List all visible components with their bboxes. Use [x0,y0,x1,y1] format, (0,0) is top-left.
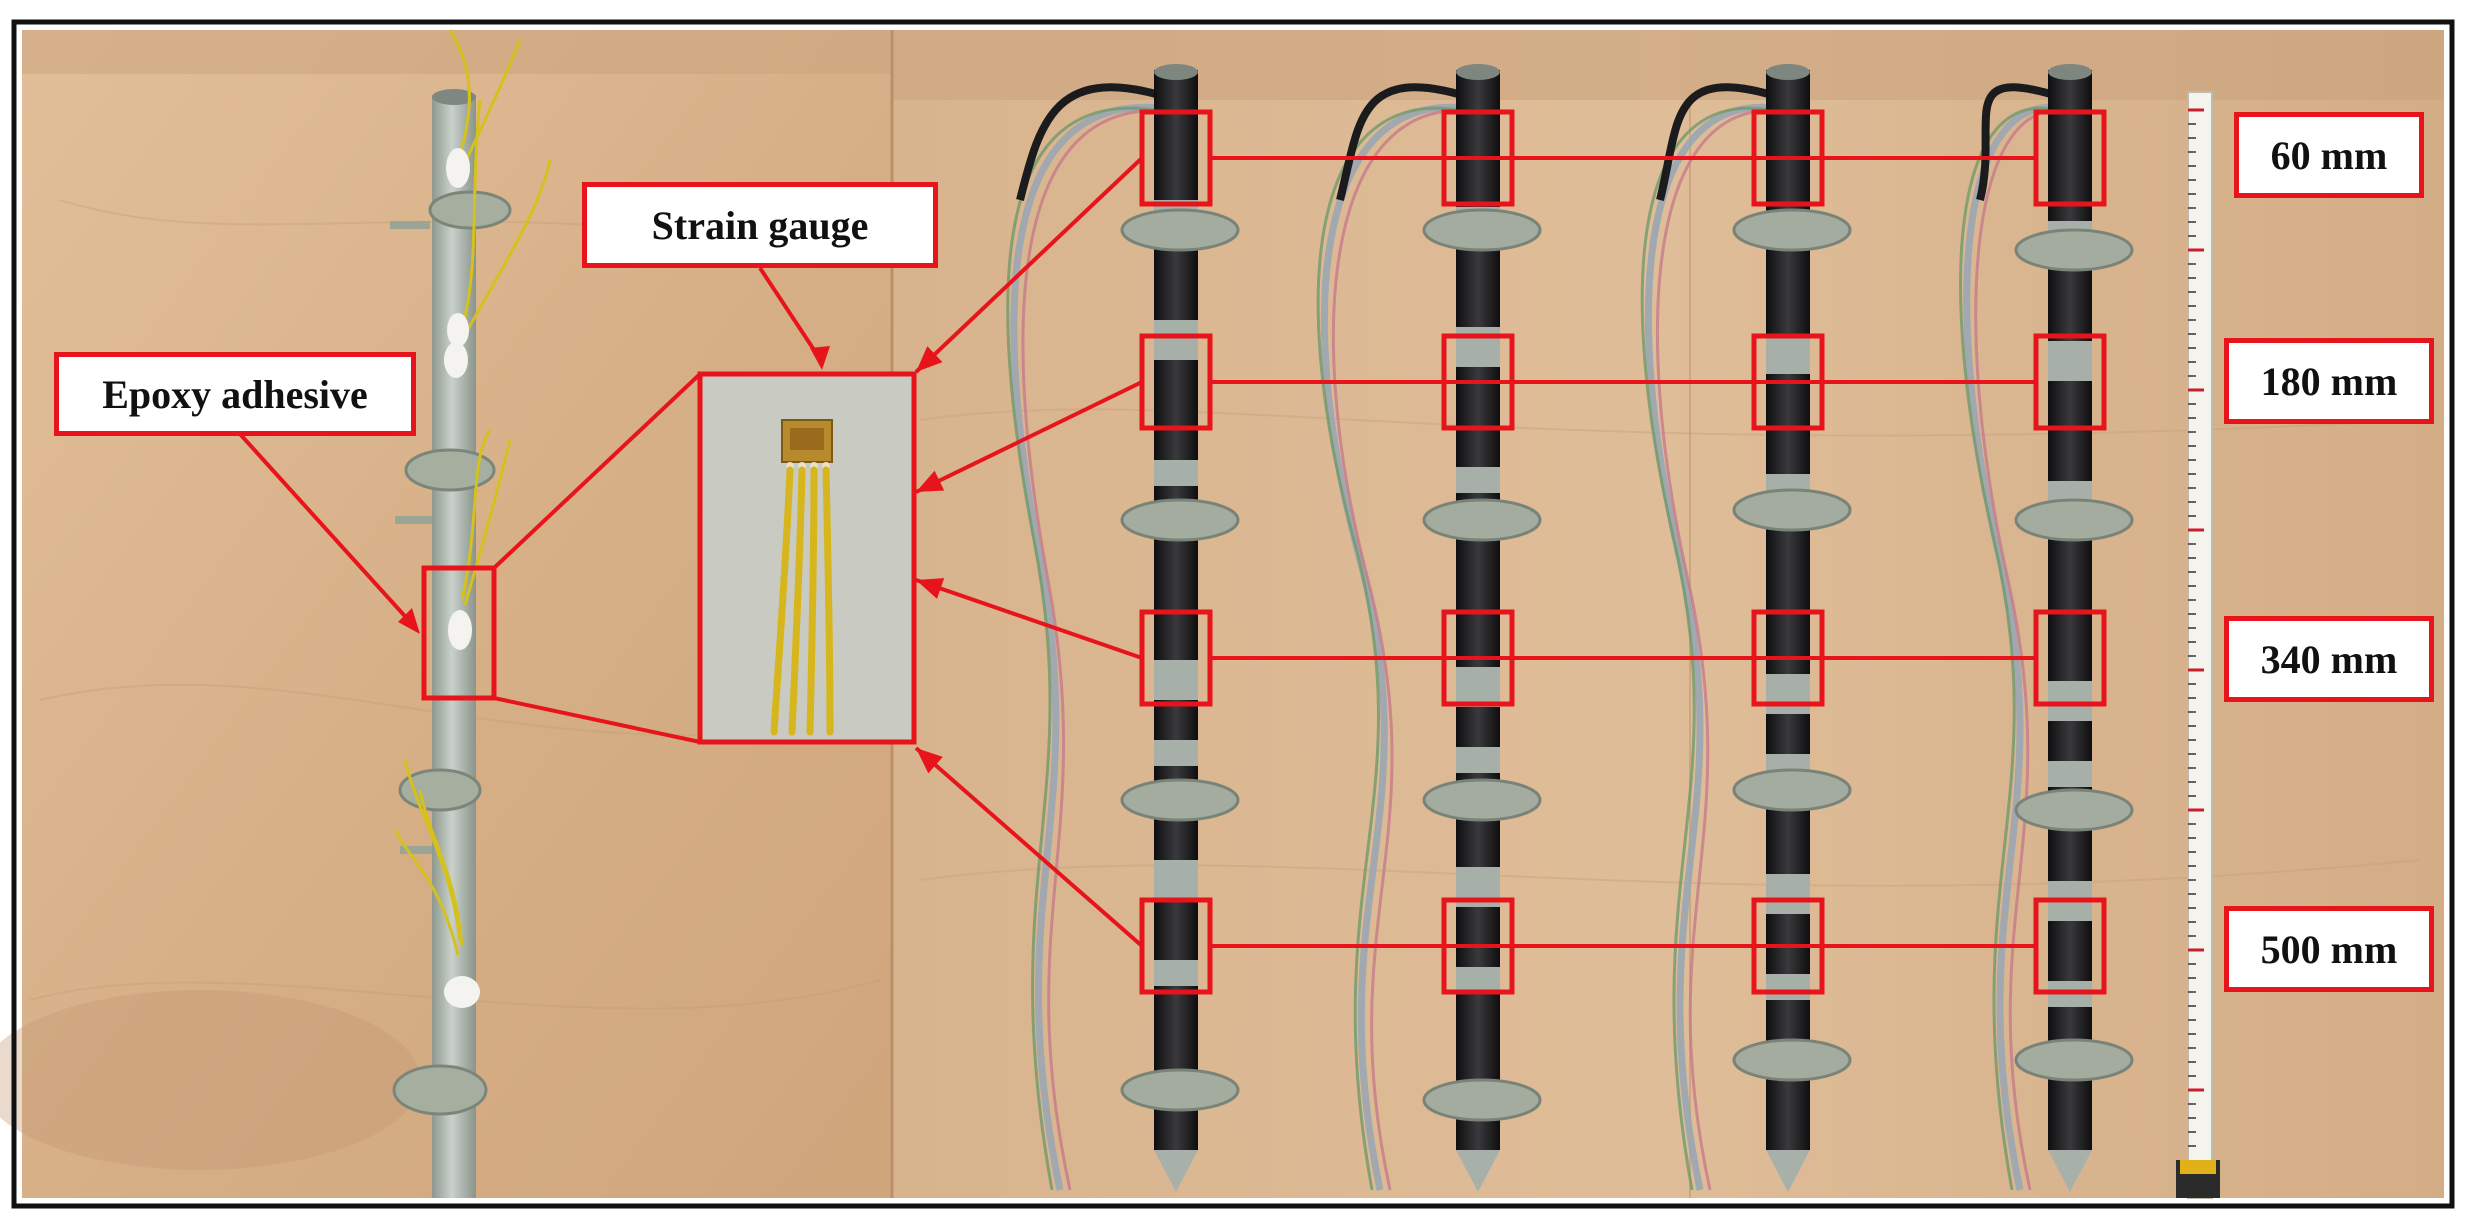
gauge-box-2-3 [1751,333,1825,431]
gauge-box-2-2 [1441,333,1515,431]
depth-label-180: 180 mm [2224,338,2434,424]
arrow-head-2 [916,470,945,492]
gauge-box-1-2 [1441,109,1515,207]
depth-label-340: 340 mm [2224,616,2434,702]
epoxy-adhesive-arrow [238,432,414,626]
gauge-box-4-4 [2033,897,2107,995]
depth-label-500: 500 mm [2224,906,2434,992]
strain-gauge-arrow [758,266,824,364]
gauge-box-2-4 [2033,333,2107,431]
gauge-box-4-2 [1441,897,1515,995]
measuring-tape [2176,91,2220,1199]
gauge-box-3-3 [1751,609,1825,707]
arrow-head-4 [916,748,943,774]
epoxy-adhesive-label: Epoxy adhesive [54,352,416,436]
gauge-box-4-3 [1751,897,1825,995]
gauge-box-3-2 [1441,609,1515,707]
strain-gauge-label: Strain gauge [582,182,938,268]
zoom-box [421,565,497,701]
strain-gauge-inset [697,371,917,745]
annotation-lines [238,266,830,744]
depth-markers [914,109,2107,995]
left-pile-specimen [390,29,552,1198]
arrow-head-3 [916,578,945,599]
arrow-head-1 [916,346,943,372]
gauge-box-1-3 [1751,109,1825,207]
gauge-box-3-4 [2033,609,2107,707]
depth-label-60: 60 mm [2234,112,2424,198]
gauge-box-1-4 [2033,109,2107,207]
